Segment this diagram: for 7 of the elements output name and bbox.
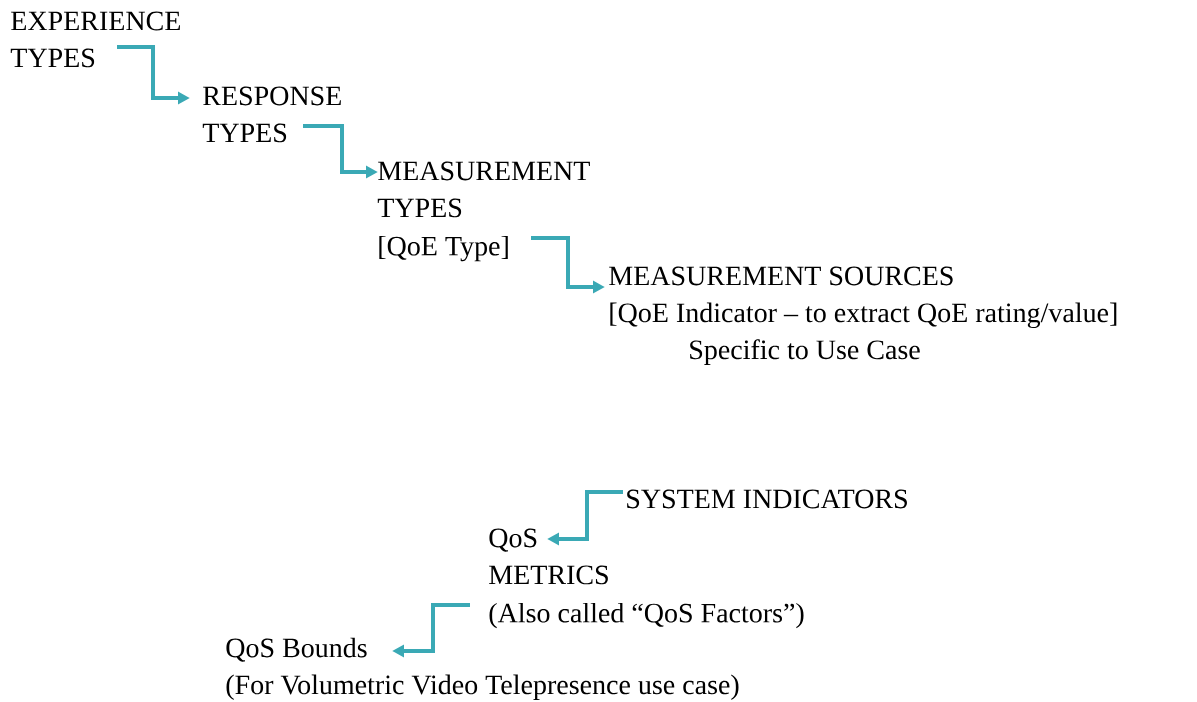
text-label: SYSTEM INDICATORS [627,489,907,509]
text-label: RESPONSE TYPES [202,86,341,143]
text-label: MEASUREMENT TYPES [QoE Type] [377,161,590,262]
text-label: MEASUREMENT SOURCES [QoE Indicator – to extract QoE rating/value] Specific to Use Case [609,266,1117,365]
text-label: EXPERIENCE TYPES [10,11,180,68]
text-label: QoS Bounds (For Volumetric Video Telepresence use case) [226,637,739,700]
text-label: QoS METRICS (Also called “QoS Factors”) [489,528,804,629]
